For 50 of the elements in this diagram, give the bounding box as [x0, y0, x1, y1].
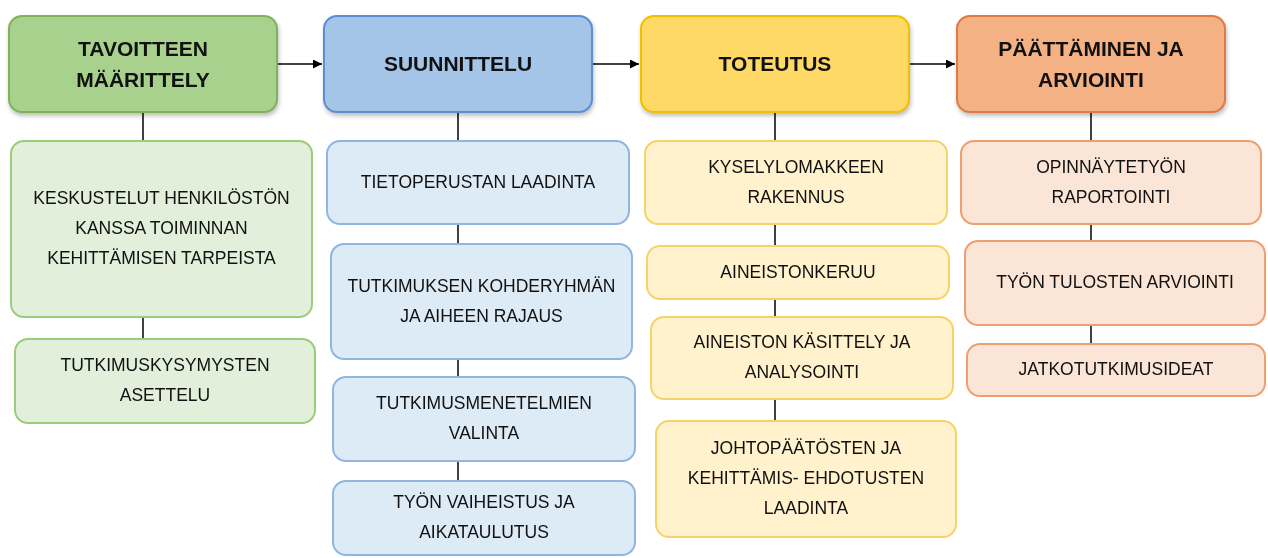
task-text: OPINNÄYTETYÖN RAPORTOINTI: [1035, 155, 1187, 209]
task-text: TIETOPERUSTAN LAADINTA: [360, 170, 596, 194]
task-box: [326, 140, 630, 225]
connector-line: [774, 399, 776, 421]
task-box: [332, 376, 636, 462]
connector-line: [1090, 325, 1092, 344]
connector-line: [774, 224, 776, 246]
task-text: JOHTOPÄÄTÖSTEN JA KEHITTÄMIS- EHDOTUSTEN LAADINTA: [686, 437, 926, 520]
task-box: [655, 420, 957, 538]
task-text: KESKUSTELUT HENKILÖSTÖN KANSSA TOIMINNAN KEHITTÄMISEN TARPEISTA: [32, 187, 291, 270]
phase-header-box: [323, 15, 593, 113]
task-box: [644, 140, 948, 225]
task-box: [330, 243, 633, 360]
phase-title: SUUNNITTELU: [383, 51, 533, 78]
task-text: TYÖN TULOSTEN ARVIOINTI: [996, 271, 1234, 295]
phase-header-box: [956, 15, 1226, 113]
task-text: AINEISTONKERUU: [720, 260, 876, 284]
connector-line: [457, 461, 459, 481]
task-text: KYSELYLOMAKKEEN RAKENNUS: [707, 155, 885, 209]
connector-line: [774, 299, 776, 317]
task-text: TUTKIMUKSEN KOHDERYHMÄN JA AIHEEN RAJAUS: [346, 274, 617, 328]
connector-line: [774, 112, 776, 141]
connector-line: [457, 224, 459, 244]
task-box: [966, 343, 1266, 397]
connector-line: [457, 359, 459, 377]
task-text: TUTKIMUSKYSYMYSTEN ASETTELU: [59, 354, 271, 407]
connector-line: [142, 112, 144, 141]
task-box: [332, 480, 636, 556]
task-text: AINEISTON KÄSITTELY JA ANALYSOINTI: [692, 331, 912, 384]
phase-title: PÄÄTTÄMINEN JA ARVIOINTI: [997, 35, 1185, 93]
arrow: [909, 59, 956, 69]
task-text: JATKOTUTKIMUSIDEAT: [1018, 358, 1214, 382]
phase-header-box: [640, 15, 910, 113]
task-text: TYÖN VAIHEISTUS JA AIKATAULUTUS: [392, 491, 576, 544]
task-box: [650, 316, 954, 400]
arrow: [592, 59, 640, 69]
phase-title: TAVOITTEEN MÄÄRITTELY: [75, 35, 211, 93]
task-text: TUTKIMUSMENETELMIEN VALINTA: [375, 392, 593, 445]
connector-line: [142, 317, 144, 339]
connector-line: [457, 112, 459, 141]
task-box: [10, 140, 313, 318]
phase-header-box: [8, 15, 278, 113]
phase-title: TOTEUTUS: [718, 51, 832, 78]
task-box: [14, 338, 316, 424]
arrow: [277, 59, 323, 69]
connector-line: [1090, 112, 1092, 141]
task-box: [960, 140, 1262, 225]
connector-line: [1090, 224, 1092, 241]
task-box: [646, 245, 950, 300]
task-box: [964, 240, 1266, 326]
